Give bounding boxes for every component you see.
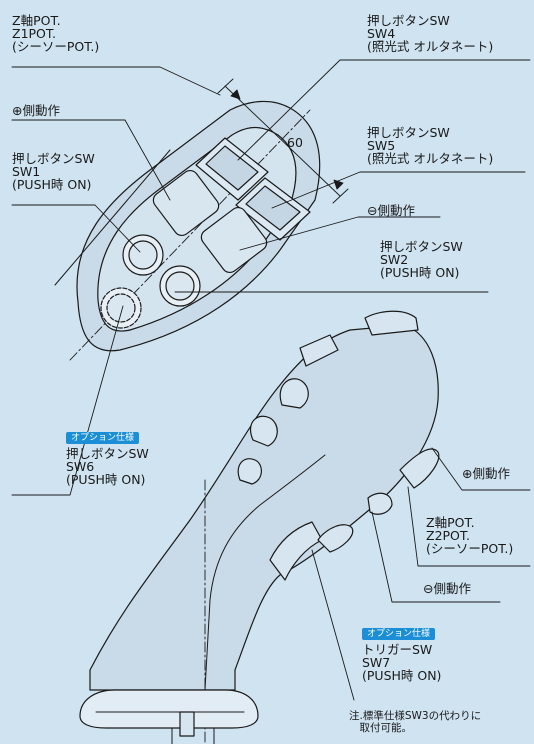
z1-pot-label: Z軸POT. Z1POT. (シーソーPOT.) [12, 13, 100, 54]
dimension-60 [217, 78, 349, 204]
sw6-button [100, 287, 142, 329]
sw4-label: 押しボタンSW SW4 (照光式 オルタネート) [367, 13, 494, 54]
sw2-button [159, 265, 201, 307]
sw7-label: トリガーSW SW7 (PUSH時 ON) [362, 642, 442, 683]
minus-action-bottom-label: ⊖側動作 [423, 581, 471, 596]
sw2-label: 押しボタンSW SW2 (PUSH時 ON) [380, 239, 463, 280]
sw6-label: 押しボタンSW SW6 (PUSH時 ON) [66, 446, 149, 487]
leader-lines-bottom [311, 447, 531, 701]
sw4-button [195, 137, 269, 201]
plus-pad [152, 169, 220, 237]
option-badge-sw7: オプション仕様 [362, 628, 436, 640]
minus-action-top-label: ⊖側動作 [367, 203, 415, 218]
dimension-60-label: 60 [287, 135, 303, 150]
side-view [89, 310, 440, 744]
option-badge-sw6: オプション仕様 [66, 432, 140, 444]
minus-pad [200, 206, 268, 274]
sw1-label: 押しボタンSW SW1 (PUSH時 ON) [12, 151, 95, 192]
sw5-label: 押しボタンSW SW5 (照光式 オルタネート) [367, 125, 494, 166]
z2-pot-label: Z軸POT. Z2POT. (シーソーPOT.) [426, 515, 514, 556]
plus-action-bottom-label: ⊕側動作 [462, 466, 510, 481]
base-plate [79, 689, 259, 744]
plus-action-top-label: ⊕側動作 [12, 103, 60, 118]
leader-lines-top [11, 59, 531, 496]
note-text: 注.標準仕様SW3の代わりに 取付可能。 [349, 710, 482, 734]
